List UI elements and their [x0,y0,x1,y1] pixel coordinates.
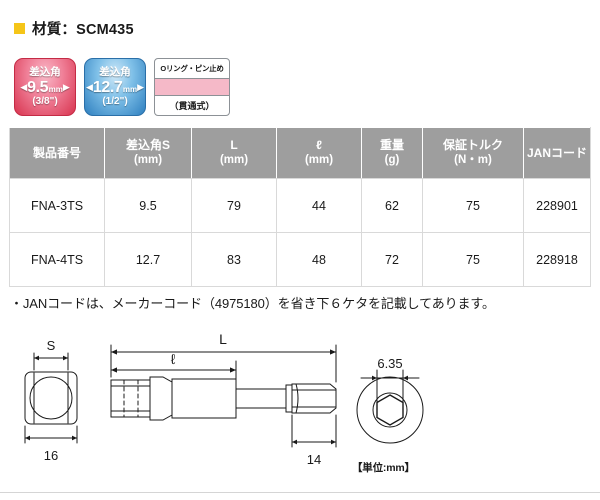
badge-unit: mm [122,85,138,95]
s-arrow-right-icon [63,355,68,361]
cell-torque: 75 [422,232,524,287]
cell-jan: 228918 [523,232,591,287]
s-arrow-left-icon [34,355,39,361]
barrel-outline [171,378,237,419]
col-header-length-partial: ℓ (mm) [276,127,362,179]
l-small-arrow-right-icon [230,367,236,373]
cell-drive-s: 9.5 [104,178,192,233]
badge-value: 12.7 [92,79,123,97]
cell-length-total: 79 [191,178,277,233]
hex-neck-outline [285,384,293,413]
badge-unit: mm [48,85,63,95]
label-socket-width: S [47,338,56,353]
material-line: 材質：SCM435 [14,18,134,39]
badge-row: 差込角 ◀ 9.5 mm ▶ (3/8") 差込角 ◀ 12.7 mm ▶ (1… [14,58,230,116]
badge-drive-size-9-5: 差込角 ◀ 9.5 mm ▶ (3/8") [14,58,76,116]
badge-drive-size-12-7: 差込角 ◀ 12.7 mm ▶ (1/2") [84,58,146,116]
end-view-outer-circle [356,376,424,444]
oring-pin-label: Oリング・ピン止め [160,64,224,73]
label-end-view: 6.35 [377,356,402,371]
col-header-torque: 保証トルク (N・m) [422,127,524,179]
end-view-hex-socket [376,394,404,426]
material-label: 材質：SCM435 [32,22,134,38]
through-type-label: （貫通式） [169,101,215,111]
pink-band [155,78,229,96]
spec-table: 製品番号 差込角S (mm) L (mm) ℓ (mm) 重量 (g) 保証トル… [9,127,591,287]
l-arrow-right-icon [330,349,336,355]
table-row: FNA-4TS 12.7 83 48 72 75 228918 [9,232,591,287]
col-header-product-no: 製品番号 [9,127,105,179]
d16-arrow-right-icon [72,435,77,441]
yellow-square-icon [14,23,25,34]
d635-arrow-left-icon [372,375,377,381]
hex-end-outline [291,383,337,414]
col-header-jan: JANコード [523,127,591,179]
technical-drawing: S 16 L ℓ 14 6.35 [0,325,600,475]
d16-arrow-left-icon [25,435,30,441]
oring-pin-type-box: Oリング・ピン止め （貫通式） [154,58,230,116]
cell-length-partial: 48 [276,232,362,287]
shank-outline [235,388,287,409]
hex-groove [295,383,299,414]
d14-arrow-right-icon [331,439,336,445]
table-row: FNA-3TS 9.5 79 44 62 75 228901 [9,178,591,233]
arrow-right-icon: ▶ [137,82,145,93]
cell-torque: 75 [422,178,524,233]
arrow-right-icon: ▶ [62,82,70,93]
badge-sub: (1/2") [102,96,128,108]
col-header-drive-s: 差込角S (mm) [104,127,192,179]
badge-title: 差込角 [99,66,131,79]
d14-arrow-left-icon [292,439,297,445]
cell-length-partial: 44 [276,178,362,233]
cell-weight: 72 [361,232,423,287]
cell-drive-s: 12.7 [104,232,192,287]
label-length-total: L [219,331,227,347]
badge-value-group: ◀ 9.5 mm ▶ [20,80,70,96]
spec-table-head: 製品番号 差込角S (mm) L (mm) ℓ (mm) 重量 (g) 保証トル… [9,127,591,179]
header-row: 製品番号 差込角S (mm) L (mm) ℓ (mm) 重量 (g) 保証トル… [9,127,591,179]
l-arrow-left-icon [111,349,117,355]
col-header-weight: 重量 (g) [361,127,423,179]
spec-table-body: FNA-3TS 9.5 79 44 62 75 228901 FNA-4TS 1… [9,178,591,287]
d635-arrow-right-icon [403,375,408,381]
cell-weight: 62 [361,178,423,233]
arrow-left-icon: ◀ [20,82,28,93]
cell-length-total: 83 [191,232,277,287]
badge-sub: (3/8") [32,96,58,108]
cell-jan: 228901 [523,178,591,233]
label-shank: 14 [307,452,321,467]
badge-value: 9.5 [27,79,49,97]
collar-outline [149,376,173,421]
label-length-partial: ℓ [171,351,176,367]
cell-product-no: FNA-4TS [9,232,105,287]
badge-title: 差込角 [29,66,61,79]
drawing-svg: S 16 L ℓ 14 6.35 [24,331,424,467]
jan-code-note: ・JANコードは、メーカーコード（4975180）を省き下６ケタを記載してありま… [10,296,495,311]
col-header-length-total: L (mm) [191,127,277,179]
badge-value-group: ◀ 12.7 mm ▶ [86,80,144,96]
unit-note: 【単位:mm】 [352,462,415,474]
socket-bore-circle [29,376,73,420]
cell-product-no: FNA-3TS [9,178,105,233]
socket-body-outline [24,371,78,425]
end-view-inner-circle [372,392,408,428]
l-small-arrow-left-icon [111,367,117,373]
label-socket-outer: 16 [44,448,58,463]
bottom-divider [0,492,600,493]
arrow-left-icon: ◀ [85,82,93,93]
